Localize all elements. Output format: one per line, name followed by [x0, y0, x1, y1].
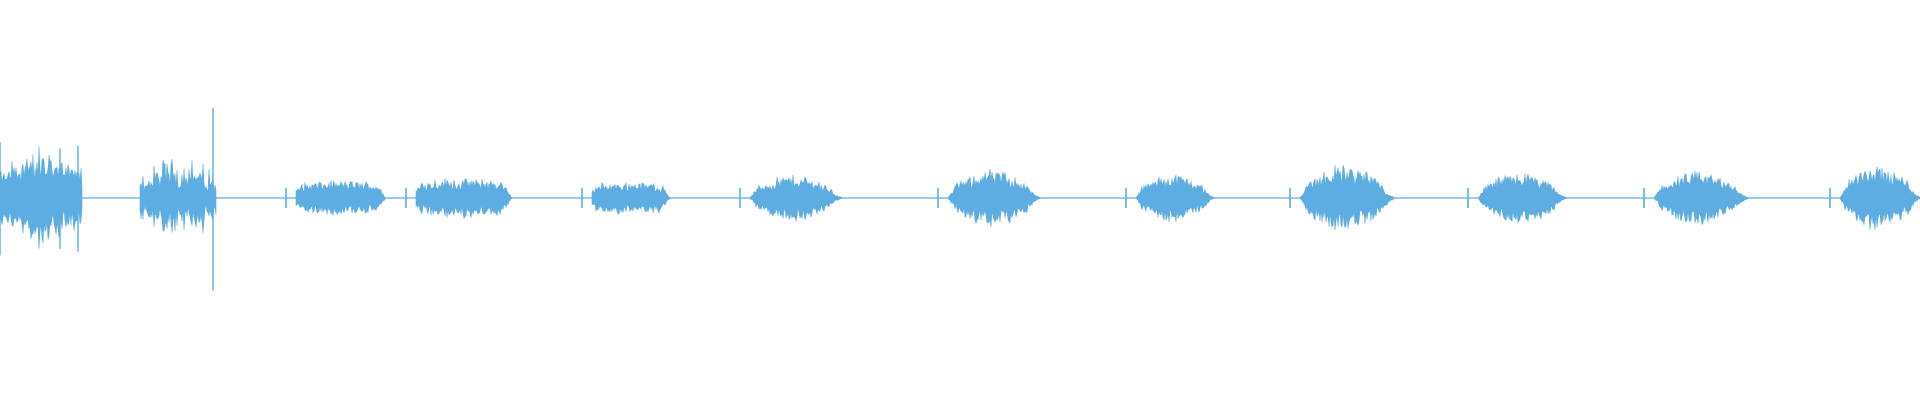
waveform-clip [1289, 165, 1395, 231]
waveform-clip-body [139, 158, 217, 234]
waveform-clip [1125, 174, 1215, 223]
waveform-clip [285, 180, 387, 216]
waveform-clip-body [295, 180, 387, 216]
waveform-clip [405, 178, 513, 220]
waveform-clip-body [1839, 166, 1920, 231]
waveform-clip-body [1299, 165, 1395, 231]
waveform-clip-body [591, 181, 671, 215]
waveform-clip [139, 108, 217, 291]
waveform-clip-body [749, 174, 843, 222]
waveform-clip [739, 174, 843, 222]
waveform-clip-body [947, 169, 1041, 227]
waveform-clip [937, 169, 1041, 227]
waveform-clips [0, 108, 1920, 291]
waveform-clip [1643, 171, 1749, 226]
waveform-clip-body [0, 146, 83, 249]
waveform-clip [581, 181, 671, 215]
waveform-clip [1467, 173, 1567, 224]
waveform-clip-body [415, 178, 513, 220]
waveform-clip-body [1477, 173, 1567, 224]
waveform-clip [1829, 166, 1920, 231]
waveform-clip [0, 142, 83, 256]
waveform-clip-body [1653, 171, 1749, 226]
waveform-clip-body [1135, 174, 1215, 223]
